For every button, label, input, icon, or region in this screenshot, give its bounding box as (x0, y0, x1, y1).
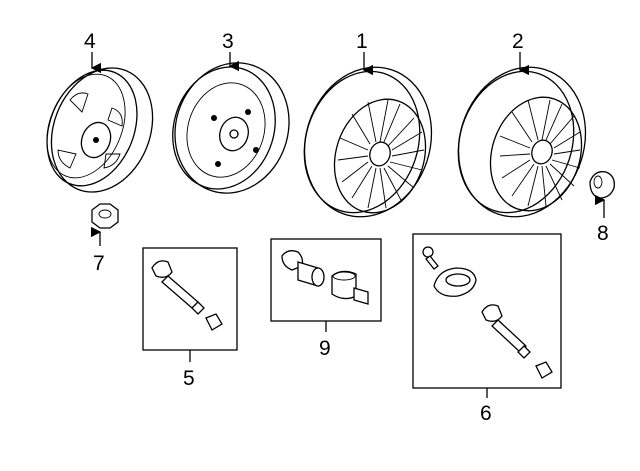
part-9-wheel-lock[interactable] (270, 238, 382, 322)
callout-3: 3 (222, 30, 234, 53)
part-5-valve-stem[interactable] (142, 247, 238, 351)
part-2-alloy-wheel[interactable] (440, 51, 605, 234)
callout-9: 9 (319, 337, 331, 360)
callout-5: 5 (183, 367, 195, 390)
callout-4: 4 (84, 30, 96, 53)
part-3-spare-wheel[interactable] (157, 48, 305, 208)
part-4-steel-wheel[interactable] (31, 53, 171, 208)
part-8-center-cap[interactable] (589, 171, 615, 199)
callout-6: 6 (480, 402, 492, 425)
callout-2: 2 (512, 30, 524, 53)
callout-7: 7 (93, 252, 105, 275)
callout-8: 8 (597, 222, 609, 245)
part-7-lug-nut[interactable] (91, 203, 119, 229)
part-6-tpms-sensor[interactable] (412, 233, 562, 389)
callout-1: 1 (356, 30, 368, 53)
part-1-alloy-wheel[interactable] (286, 51, 451, 234)
